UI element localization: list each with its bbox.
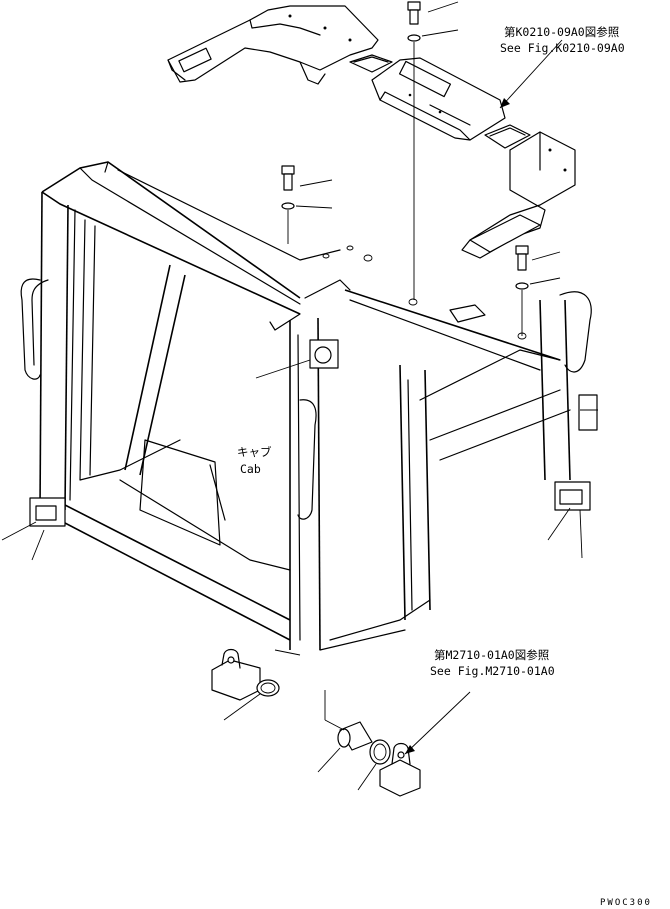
ref-top-line2: See Fig.K0210-09A0 — [500, 41, 625, 55]
roof-center-panel — [371, 57, 506, 141]
ref-bottom-line1: 第M2710-01A0図参照 — [434, 648, 549, 662]
bolt-right — [515, 245, 529, 336]
mount-bracket-right — [379, 742, 421, 797]
cab-frame — [20, 161, 598, 651]
cab-label-en: Cab — [240, 462, 261, 476]
bolt-left — [281, 165, 295, 244]
roof-rear-rail — [461, 131, 576, 259]
roof-spacer-1 — [349, 54, 393, 73]
mount-bracket-left — [211, 648, 280, 701]
ref-top-line1: 第K0210-09A0図参照 — [504, 25, 619, 39]
bolt-top — [407, 1, 421, 300]
ref-bottom-line2: See Fig.M2710-01A0 — [430, 664, 555, 678]
leader-lines — [1, 1, 598, 791]
roof-spacer-2 — [484, 124, 531, 149]
cab-label-jp: キャブ — [237, 445, 272, 459]
mount-bushing — [324, 690, 391, 765]
drawing-code: PWOC300 — [600, 898, 652, 908]
roof-front-rail — [167, 5, 379, 85]
